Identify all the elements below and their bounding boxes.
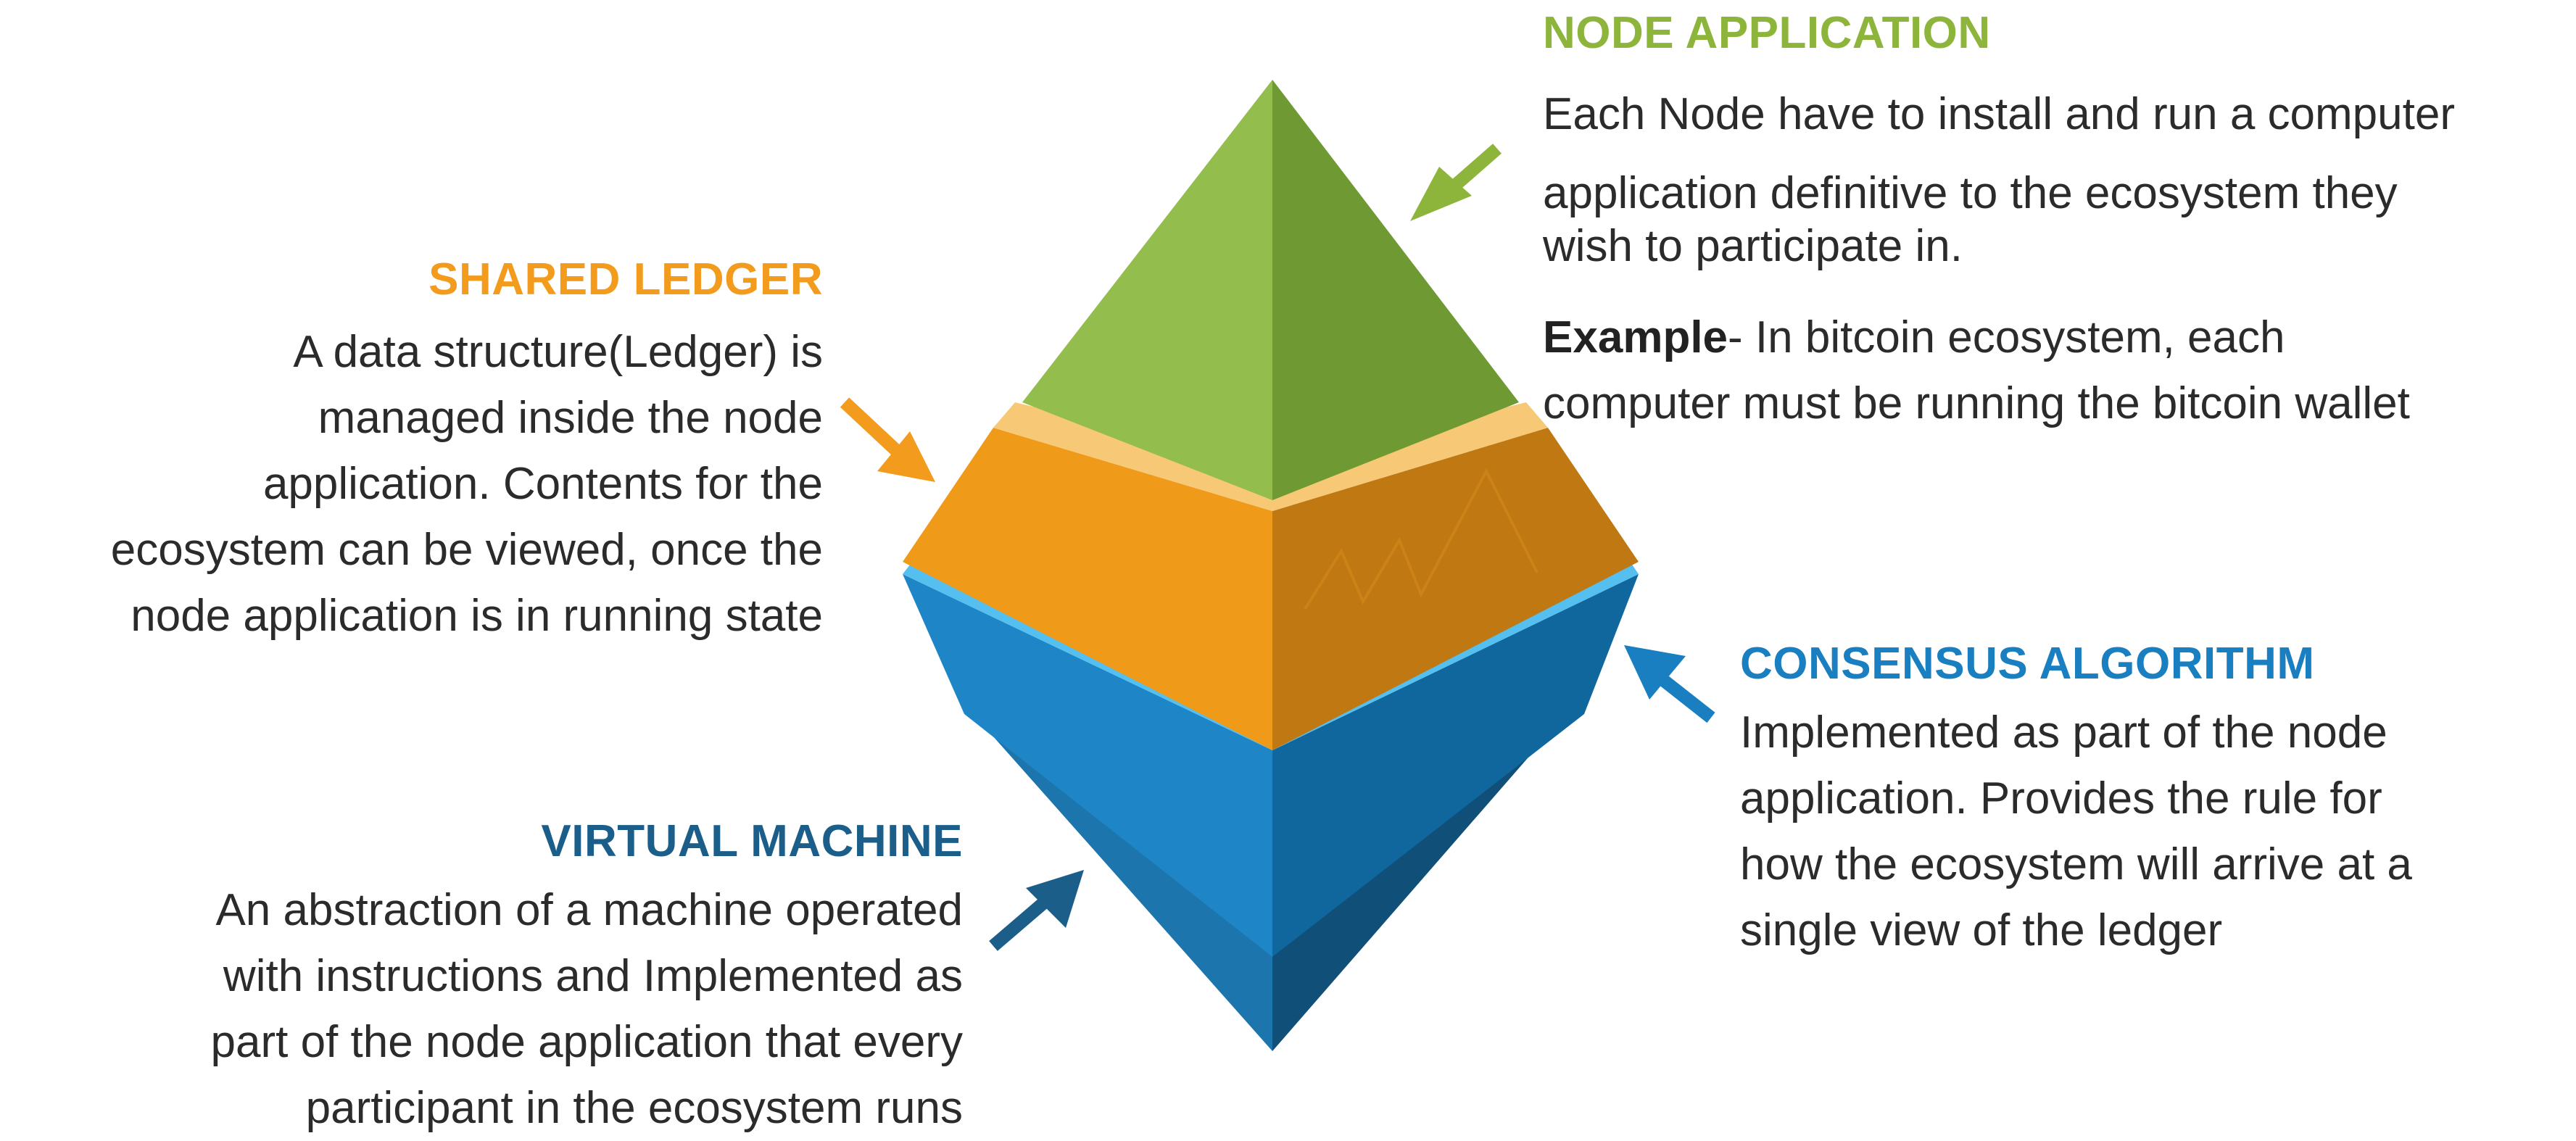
text-line: how the ecosystem will arrive at a	[1740, 839, 2412, 889]
arrow-shared-ledger	[840, 397, 935, 482]
shared-ledger-title: SHARED LEDGER	[428, 254, 823, 304]
node-application-description: Each Node have to install and run a comp…	[1543, 81, 2455, 279]
arrow-consensus-algorithm	[1624, 645, 1715, 723]
text-line: ecosystem can be viewed, once the	[110, 525, 823, 575]
text-line: A data structure(Ledger) is	[293, 327, 823, 377]
text-line: part of the node application that every	[210, 1017, 963, 1067]
example-text: - In bitcoin ecosystem, each	[1728, 312, 2285, 362]
text-line: participant in the ecosystem runs	[305, 1083, 963, 1133]
example-line: Example- In bitcoin ecosystem, each	[1543, 304, 2410, 370]
virtual-machine-title: VIRTUAL MACHINE	[541, 816, 963, 866]
text-line: wish to participate in.	[1543, 221, 1963, 271]
text-line: node application is in running state	[131, 591, 823, 641]
text-line: single view of the ledger	[1740, 905, 2223, 955]
arrow-node-application	[1410, 144, 1502, 221]
shared-ledger-description: A data structure(Ledger) is managed insi…	[111, 319, 823, 649]
text-line: application definitive to the ecosystem …	[1543, 168, 2398, 218]
consensus-algorithm-title: CONSENSUS ALGORITHM	[1740, 639, 2315, 689]
text-line: application. Provides the rule for	[1740, 773, 2382, 823]
text-line: application. Contents for the	[262, 459, 823, 509]
arrow-virtual-machine	[989, 870, 1084, 951]
text-line: Implemented as part of the node	[1740, 708, 2387, 758]
text-line: managed inside the node	[318, 393, 823, 443]
text-line: An abstraction of a machine operated	[215, 885, 963, 935]
text-line: with instructions and Implemented as	[223, 951, 963, 1001]
example-line: computer must be running the bitcoin wal…	[1543, 378, 2410, 428]
text-line: Each Node have to install and run a comp…	[1543, 89, 2455, 139]
shared-ledger-layer	[903, 402, 1639, 750]
node-application-example: Example- In bitcoin ecosystem, each comp…	[1543, 304, 2410, 436]
node-application-title: NODE APPLICATION	[1543, 8, 1991, 58]
example-label: Example	[1543, 312, 1728, 362]
virtual-machine-description: An abstraction of a machine operated wit…	[211, 877, 963, 1141]
consensus-algorithm-layer	[903, 558, 1639, 957]
consensus-algorithm-description: Implemented as part of the node applicat…	[1740, 700, 2412, 963]
node-application-layer	[1022, 80, 1519, 500]
